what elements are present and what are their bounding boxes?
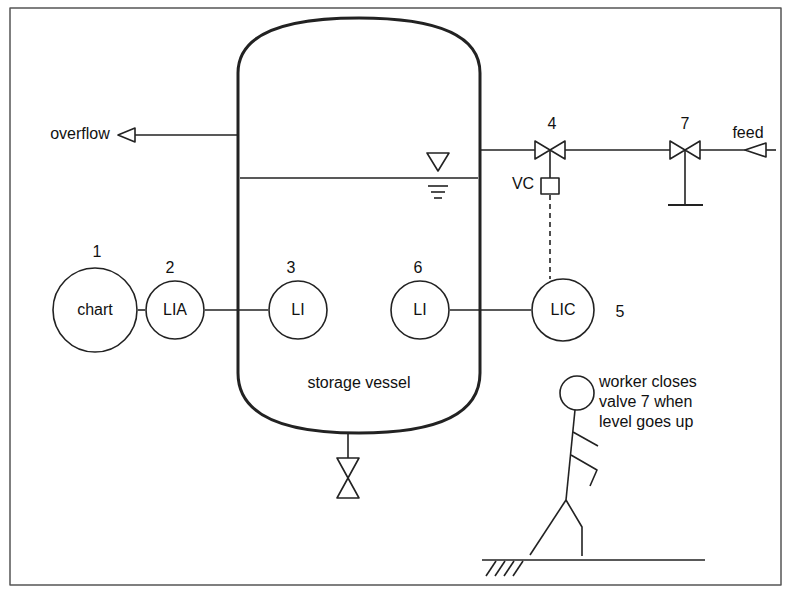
circle-outline [532, 279, 594, 341]
vessel-outline [238, 18, 480, 433]
overflow-arrowhead [118, 128, 135, 142]
vessel-outline [238, 18, 480, 433]
level-marker [431, 191, 445, 193]
level-marker [434, 197, 442, 199]
worker-head [560, 376, 594, 410]
chart-recorder: chart [52, 267, 138, 353]
floor [482, 559, 705, 561]
floor-hatch [495, 561, 505, 576]
callout-number: 6 [414, 258, 423, 278]
instrument-bubble: LI [268, 280, 328, 340]
feed-pipe [766, 149, 776, 151]
valve-actuator [541, 178, 559, 194]
controller-bubble: LIC [531, 278, 595, 342]
stream-label: overflow [50, 124, 110, 144]
handwheel [668, 204, 703, 206]
callout-number: 7 [681, 114, 690, 134]
worker-leg [566, 500, 582, 556]
level-marker [427, 153, 449, 171]
level-marker [428, 185, 448, 187]
circle-outline [269, 281, 327, 339]
node-text: LI [291, 300, 304, 319]
node-text: LIA [163, 300, 187, 319]
valve-stem [684, 150, 686, 205]
liquid-level [240, 177, 478, 179]
worker-leg [530, 500, 566, 555]
signal-connector [138, 309, 145, 311]
feed-pipe [565, 149, 670, 151]
signal-connector [450, 309, 531, 311]
note: worker closes valve 7 when level goes up [599, 372, 724, 432]
circle-outline [391, 281, 449, 339]
signal-name: VC [512, 174, 534, 194]
worker-arm [573, 432, 598, 446]
instrument-bubble: LI [390, 280, 450, 340]
instrument-bubble: LIA [145, 280, 205, 340]
node-text: storage vessel [307, 373, 410, 392]
stream-label: feed [732, 123, 763, 143]
worker-arm [571, 455, 597, 486]
callout-number: 4 [548, 114, 557, 134]
signal-line [549, 195, 551, 279]
callout-number: 1 [93, 242, 102, 262]
node-text: LIC [551, 300, 576, 319]
worker-body [566, 410, 575, 500]
drain-pipe [347, 433, 349, 458]
feed-pipe [480, 149, 535, 151]
overflow-pipe [135, 134, 238, 136]
node-text: chart [77, 300, 113, 319]
callout-number: 3 [287, 258, 296, 278]
feed-pipe [700, 149, 745, 151]
floor-hatch [486, 561, 496, 576]
valve-stem [549, 150, 551, 178]
frame [10, 8, 781, 585]
node-text: LI [413, 300, 426, 319]
feed-arrowhead [745, 143, 766, 157]
circle-outline [146, 281, 204, 339]
callout-number: 5 [616, 302, 625, 322]
circle-outline [53, 268, 137, 352]
drain-valve [337, 458, 359, 498]
callout-number: 2 [166, 258, 175, 278]
storage-vessel: LI LI storage vessel [238, 18, 480, 433]
floor-hatch [513, 561, 523, 576]
floor-hatch [504, 561, 514, 576]
